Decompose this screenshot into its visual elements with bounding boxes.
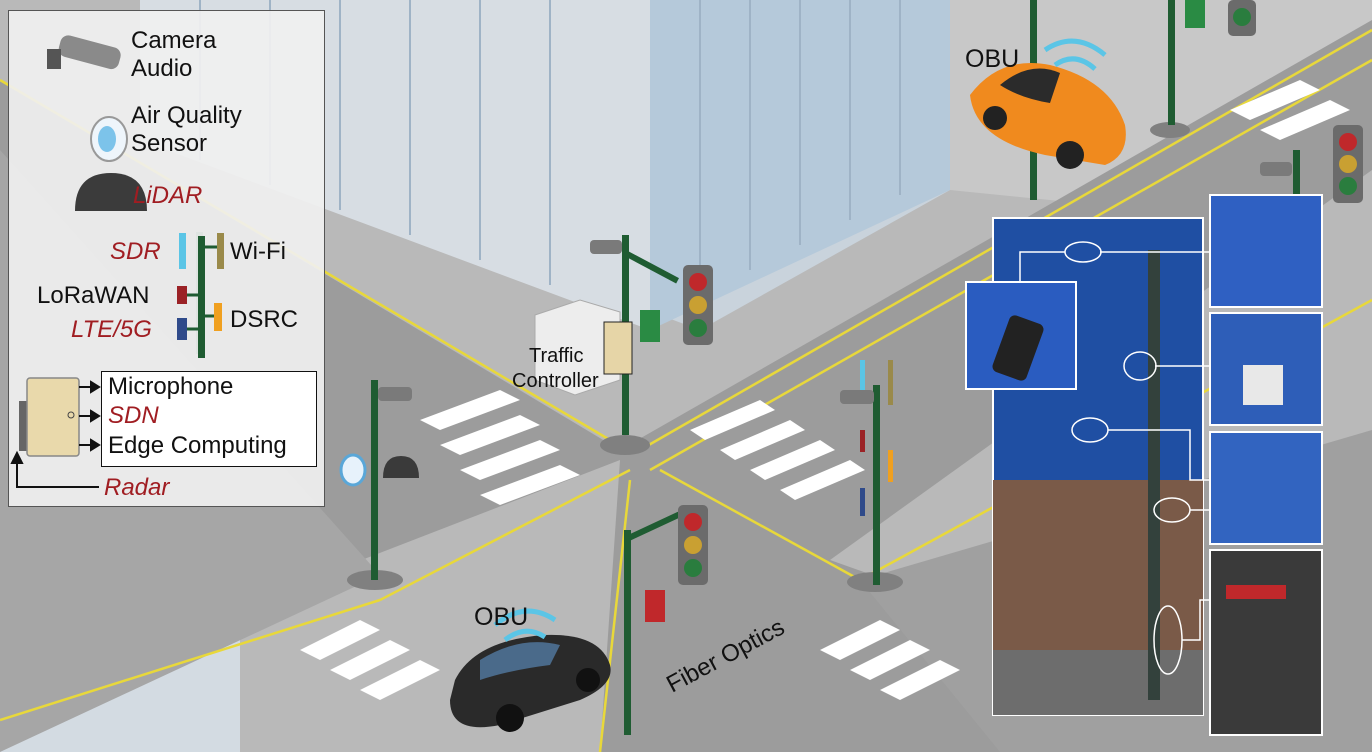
legend-microphone-label: Microphone <box>108 373 234 400</box>
camera-icon <box>378 387 412 401</box>
dsrc-antenna-icon <box>214 303 222 331</box>
photo-inset-cabinet <box>1209 549 1323 736</box>
obu-label-top: OBU <box>965 45 1019 73</box>
traffic-light <box>683 265 713 345</box>
wireless-signal-icon <box>503 628 547 643</box>
lte-antenna-icon <box>860 488 865 516</box>
obu-label-bottom: OBU <box>474 603 528 631</box>
curb-corner <box>600 435 650 455</box>
obu-car-top <box>970 63 1126 169</box>
lorawan-antenna-icon <box>860 430 865 452</box>
crosswalks <box>300 80 1350 700</box>
building-top-right <box>950 0 1372 210</box>
air-quality-sensor-icon <box>90 116 128 162</box>
dsrc-antenna-icon <box>888 450 893 482</box>
walk-signal-icon <box>1185 0 1205 28</box>
traffic-controller-label-2: Controller <box>512 370 599 392</box>
legend-camera-label: Camera <box>131 27 217 54</box>
wireless-signal-icon <box>493 608 557 627</box>
legend-edge-label: Edge Computing <box>108 432 287 459</box>
traffic-controller-cabinet <box>534 299 621 396</box>
traffic-light <box>1333 125 1363 203</box>
legend-icons <box>10 35 224 488</box>
legend-air-quality-label-2: Sensor <box>131 130 208 157</box>
wireless-signal-icon <box>1043 38 1107 57</box>
sdr-antenna-icon <box>179 233 186 269</box>
camera-icon <box>47 35 121 70</box>
legend-panel: Camera Audio Air Quality Sensor LiDAR SD… <box>8 10 325 507</box>
legend-lte-label: LTE/5G <box>71 316 152 343</box>
lidar-icon <box>75 173 147 211</box>
traffic-light <box>678 505 708 585</box>
dont-walk-signal-icon <box>645 590 665 622</box>
connector-arrows <box>10 380 101 488</box>
walk-signal-icon <box>640 310 660 342</box>
camera-icon <box>840 390 874 404</box>
legend-audio-label: Audio <box>131 55 193 82</box>
camera-icon <box>590 240 622 254</box>
lidar-icon <box>383 456 419 478</box>
lorawan-antenna-icon <box>177 286 187 304</box>
wifi-antenna-icon <box>888 360 893 405</box>
traffic-controller-label: Traffic <box>529 345 583 367</box>
edge-cabinet-icon <box>19 377 80 457</box>
curb-corner <box>1150 122 1190 138</box>
radio-pole-icon <box>198 236 205 358</box>
obu-car-bottom <box>450 634 611 732</box>
photo-inset-cameras <box>1209 431 1323 545</box>
legend-sdn-label: SDN <box>108 402 159 429</box>
photo-inset-airquality <box>1209 194 1323 308</box>
wireless-signal-icon <box>1053 56 1097 71</box>
legend-radar-label: Radar <box>104 474 170 501</box>
edge-capabilities-box: Microphone SDN Edge Computing <box>101 371 317 467</box>
legend-air-quality-label: Air Quality <box>131 102 242 129</box>
lte-antenna-icon <box>177 318 187 340</box>
legend-dsrc-label: DSRC <box>230 306 299 333</box>
legend-lorawan-label: LoRaWAN <box>37 282 150 309</box>
legend-sdr-label: SDR <box>110 238 161 265</box>
sdr-antenna-icon <box>860 360 865 390</box>
traffic-light <box>1228 0 1256 36</box>
wifi-antenna-icon <box>217 233 224 269</box>
air-quality-sensor-icon <box>339 453 367 487</box>
photo-collage <box>965 194 1323 736</box>
photo-pole <box>1148 250 1160 700</box>
legend-lidar-label: LiDAR <box>133 182 203 209</box>
edge-computing-box <box>603 321 633 375</box>
legend-wifi-label: Wi-Fi <box>230 238 286 265</box>
photo-sidewalk <box>993 650 1203 715</box>
camera-icon <box>1260 162 1292 176</box>
